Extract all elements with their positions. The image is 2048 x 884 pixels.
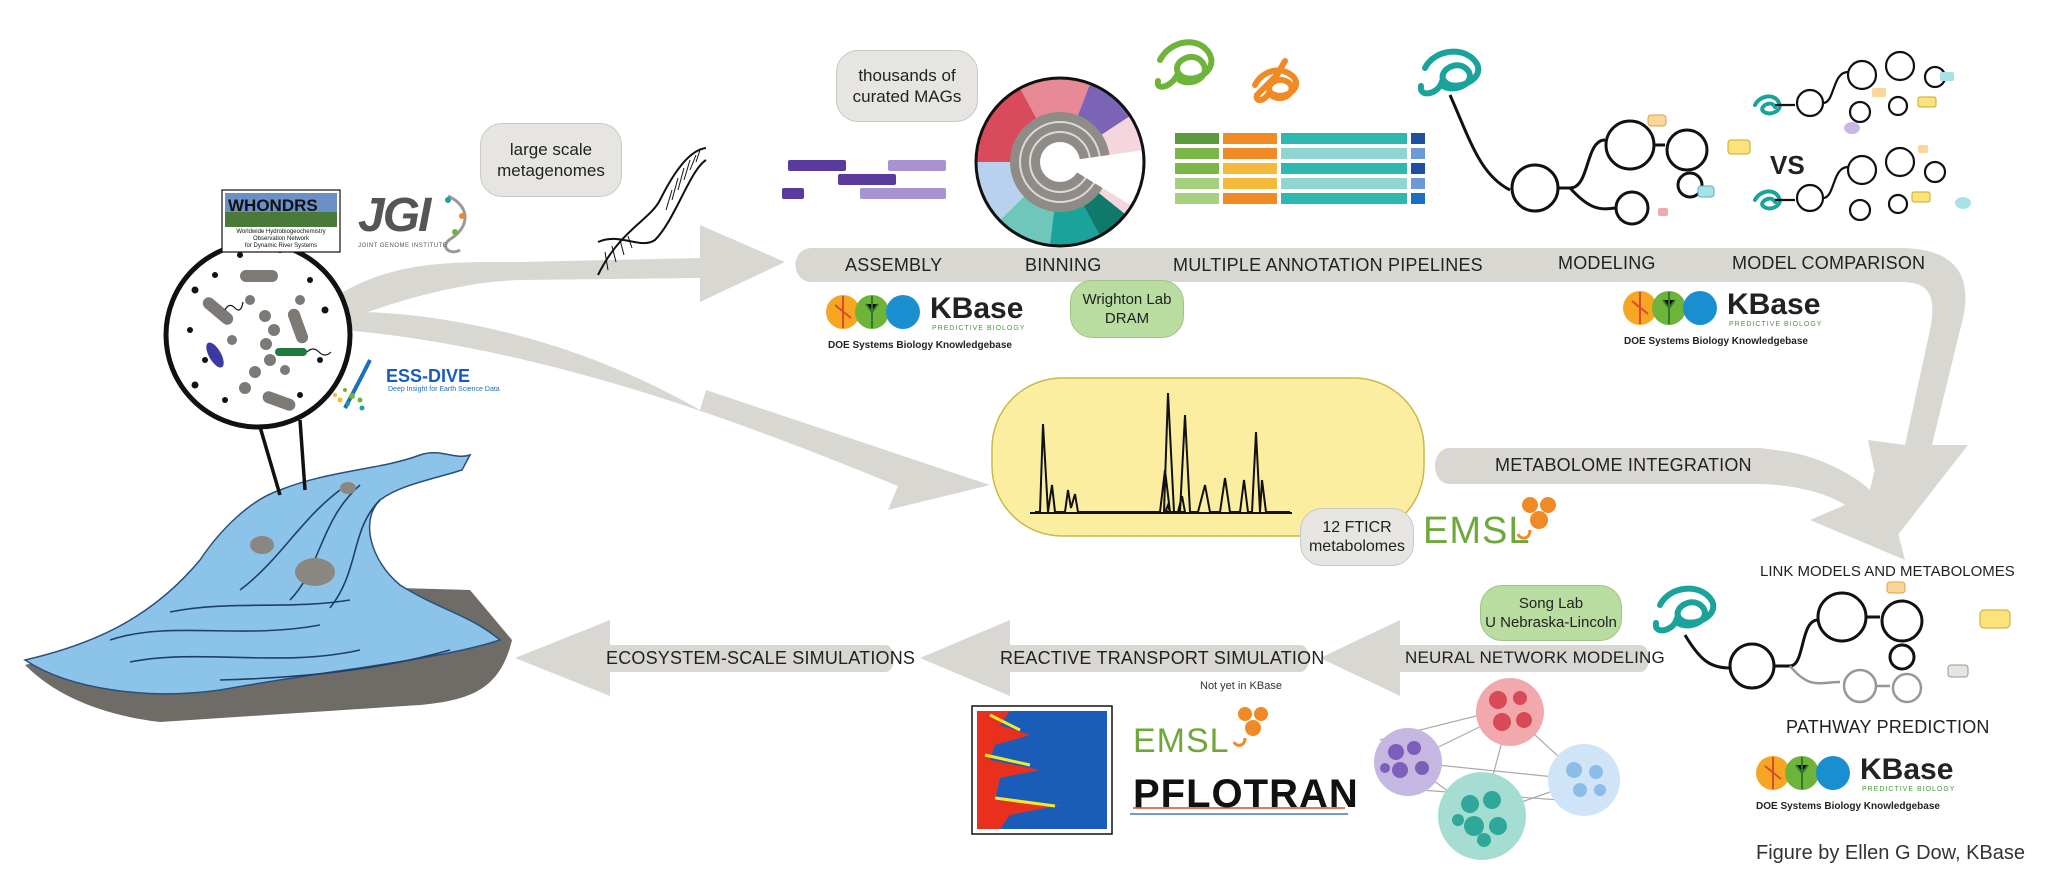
- arrow-metabolome-integration: [1435, 448, 1905, 560]
- pflotran-wordmark: PFLOTRAN: [1133, 772, 1359, 816]
- bubble-metagenomes-line1: large scale: [509, 140, 593, 159]
- step-neural-network: NEURAL NETWORK MODELING: [1405, 648, 1665, 667]
- whondrs-sub-line1: Worldwide Hydrobiogeochemistry: [236, 229, 326, 235]
- kbase-subtitle-3: PREDICTIVE BIOLOGY: [1862, 786, 1956, 793]
- river-illustration: [23, 419, 512, 722]
- bubble-wrighton-line2: DRAM: [1104, 310, 1150, 327]
- arrow-main-band: [795, 248, 1968, 545]
- step-reactive-transport: REACTIVE TRANSPORT SIMULATION: [1000, 648, 1325, 668]
- river-rock: [295, 558, 335, 586]
- dna-helix-icon: [597, 147, 707, 276]
- essdive-logo-mark: [333, 359, 372, 411]
- step-metabolome-integration: METABOLOME INTEGRATION: [1495, 455, 1752, 475]
- fticr-chromatogram: [991, 377, 1425, 537]
- jgi-wordmark: JGI: [358, 189, 431, 242]
- kbase-logo-mark-1: [826, 295, 920, 329]
- assembly-contigs: [782, 160, 946, 199]
- kbase-wordmark-1: KBase: [930, 292, 1024, 325]
- emsl-mark-1: [1516, 497, 1556, 540]
- whondrs-sub-line2: Observation Network: [252, 236, 310, 242]
- kbase-logo-mark-2: [1623, 291, 1717, 325]
- vs-label: VS: [1770, 150, 1805, 180]
- bubble-wrighton-line1: Wrighton Lab: [1082, 291, 1172, 308]
- step-ecosystem: ECOSYSTEM-SCALE SIMULATIONS: [606, 648, 916, 668]
- arrow-to-metabolomes: [340, 311, 990, 510]
- bubble-metagenomes: large scale metagenomes: [480, 123, 622, 197]
- annotation-table: [1175, 133, 1425, 204]
- bubble-song-line2: U Nebraska-Lincoln: [1485, 614, 1617, 631]
- reactive-transport-map: [971, 705, 1113, 835]
- step-model-comparison: MODEL COMPARISON: [1732, 253, 1926, 273]
- step-modeling: MODELING: [1558, 253, 1656, 273]
- kbase-caption-3: DOE Systems Biology Knowledgebase: [1756, 801, 1940, 812]
- whondrs-logo: [221, 189, 341, 253]
- bubble-metagenomes-line2: metagenomes: [497, 161, 605, 180]
- arrow-neural-network: [1320, 620, 1649, 696]
- bubble-song-lab: Song Lab U Nebraska-Lincoln: [1480, 585, 1622, 641]
- step-assembly: ASSEMBLY: [845, 255, 943, 275]
- pathway-prediction-network: [1683, 591, 1924, 690]
- kbase-subtitle-1: PREDICTIVE BIOLOGY: [932, 325, 1026, 332]
- whondrs-sub-line3: for Dynamic River Systems: [244, 243, 318, 249]
- bubble-mags: thousands of curated MAGs: [836, 50, 978, 122]
- kbase-wordmark-3: KBase: [1860, 753, 1954, 786]
- jgi-subtitle: JOINT GENOME INSTITUTE: [358, 243, 448, 249]
- step-annotation: MULTIPLE ANNOTATION PIPELINES: [1173, 255, 1483, 275]
- emsl-mark-2: [1232, 707, 1268, 747]
- protein-structure-icons: [1154, 39, 1782, 634]
- bubble-song-line1: Song Lab: [1518, 595, 1584, 612]
- bubble-wrighton-lab: Wrighton Lab DRAM: [1070, 280, 1184, 338]
- pathway-predicted-branch: [1789, 665, 1923, 704]
- whondrs-title: WHONDRS: [228, 196, 318, 215]
- emsl-wordmark-1: EMSL: [1423, 510, 1531, 552]
- jgi-logo: [444, 194, 467, 254]
- arrow-reactive-transport: [920, 620, 1309, 696]
- whondrs-subtitle: Worldwide Hydrobiogeochemistry Observati…: [226, 229, 336, 250]
- kbase-caption-1: DOE Systems Biology Knowledgebase: [828, 340, 1012, 351]
- kbase-caption-2: DOE Systems Biology Knowledgebase: [1624, 336, 1808, 347]
- step-binning: BINNING: [1025, 255, 1102, 275]
- not-yet-note: Not yet in KBase: [1200, 680, 1282, 692]
- river-water: [23, 452, 502, 695]
- step-link-models: LINK MODELS AND METABOLOMES: [1760, 563, 2015, 580]
- emsl-wordmark-2: EMSL: [1133, 722, 1230, 760]
- arrow-to-assembly: [330, 225, 785, 320]
- kbase-logo-mark-3: [1756, 756, 1850, 790]
- figure-credit: Figure by Ellen G Dow, KBase: [1756, 842, 2026, 864]
- bubble-fticr-line2: metabolomes: [1308, 538, 1406, 555]
- binning-circle: [974, 76, 1146, 248]
- bubble-fticr-line1: 12 FTICR: [1322, 519, 1392, 536]
- arrow-ecosystem: [515, 620, 894, 696]
- bubble-fticr: 12 FTICR metabolomes: [1300, 508, 1414, 566]
- microbe-magnifier: [163, 240, 353, 430]
- flow-arrows: [330, 225, 1968, 696]
- bubble-mags-line2: curated MAGs: [852, 87, 962, 106]
- bubble-mags-line1: thousands of: [858, 66, 956, 85]
- kbase-subtitle-2: PREDICTIVE BIOLOGY: [1729, 321, 1823, 328]
- neural-network-clusters: [1374, 678, 1620, 860]
- kbase-wordmark-2: KBase: [1727, 288, 1821, 321]
- model-comparison-nodes: [1844, 72, 1971, 209]
- essdive-wordmark: ESS-DIVE: [386, 366, 471, 386]
- step-pathway-prediction: PATHWAY PREDICTION: [1786, 717, 1990, 737]
- essdive-subtitle: Deep Insight for Earth Science Data: [388, 386, 500, 393]
- metabolic-model-network: [1448, 94, 1709, 226]
